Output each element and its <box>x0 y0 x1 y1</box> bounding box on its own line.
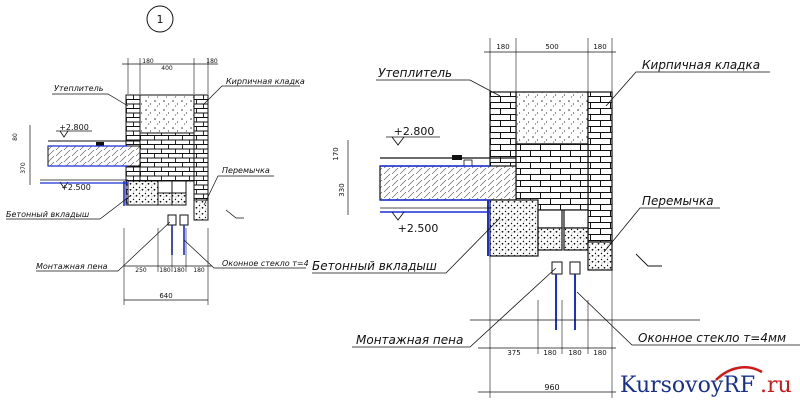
large-label-concrete-insert: Бетонный вкладыш <box>312 259 437 273</box>
small-insulation-block <box>139 94 195 134</box>
sheet-number-circle <box>146 5 174 33</box>
small-dim-top-1: 180 <box>142 58 154 65</box>
large-level-upper: +2.800 <box>394 125 435 138</box>
small-label-brickwork: Кирпичная кладка <box>226 77 305 86</box>
large-label-insulation: Утеплитель <box>378 66 452 80</box>
small-label-window-glass: Оконное стекло т=4 <box>222 259 309 268</box>
large-brick-right <box>587 91 613 243</box>
small-label-concrete-insert: Бетонный вкладыш <box>6 210 90 219</box>
small-level-lower: +2.500 <box>61 183 91 192</box>
large-dim-top-3: 180 <box>593 43 606 51</box>
watermark-text: KursovoyRF <box>620 373 755 398</box>
large-dim-bottom-1: 375 <box>507 349 520 357</box>
large-dim-total: 960 <box>544 383 559 392</box>
sheet-number: 1 <box>157 13 164 26</box>
small-level-upper: +2.800 <box>59 123 89 132</box>
watermark-logo: KursovoyRF .ru <box>620 366 792 398</box>
small-label-insulation: Утеплитель <box>54 84 104 93</box>
large-label-mounting-foam: Монтажная пена <box>356 333 463 347</box>
large-dim-bottom-2: 180 <box>543 349 556 357</box>
small-dim-top-3: 180 <box>206 58 218 65</box>
watermark-suffix: .ru <box>760 373 792 398</box>
small-dim-bottom-4: 180 <box>193 267 205 274</box>
large-dim-top-1: 180 <box>496 43 509 51</box>
large-dim-bottom-4: 180 <box>593 349 606 357</box>
large-dim-left-2: 330 <box>338 183 346 196</box>
large-label-lintel: Перемычка <box>642 194 714 208</box>
small-dim-top-2: 400 <box>161 65 173 72</box>
large-insulation-block <box>515 91 589 145</box>
large-brick-band <box>515 143 589 211</box>
small-label-lintel: Перемычка <box>222 166 270 175</box>
large-label-window-glass: Оконное стекло т=4мм <box>638 331 786 345</box>
small-dim-bottom-1: 250 <box>135 267 147 274</box>
small-brick-band <box>139 132 195 182</box>
large-level-lower: +2.500 <box>398 222 439 235</box>
small-dim-left-2: 370 <box>20 162 27 174</box>
large-floor-slab <box>379 165 517 201</box>
small-brick-right <box>193 94 209 206</box>
small-label-mounting-foam: Монтажная пена <box>36 262 108 271</box>
small-dim-bottom-3: 180 <box>173 267 185 274</box>
large-dim-bottom-3: 180 <box>568 349 581 357</box>
large-concrete-insert <box>489 199 539 257</box>
large-detail: 180 500 180 +2.8 <box>312 38 800 398</box>
large-label-brickwork: Кирпичная кладка <box>642 58 760 72</box>
small-concrete-insert <box>127 180 159 206</box>
small-dim-bottom-2: 180 <box>159 267 171 274</box>
large-dim-top-2: 500 <box>545 43 558 51</box>
small-dim-total: 640 <box>159 292 172 300</box>
small-detail: 1 180 400 180 <box>6 5 309 305</box>
small-floor-slab <box>47 145 141 167</box>
small-dim-left-1: 80 <box>12 133 19 141</box>
large-dim-left-1: 170 <box>332 147 340 160</box>
